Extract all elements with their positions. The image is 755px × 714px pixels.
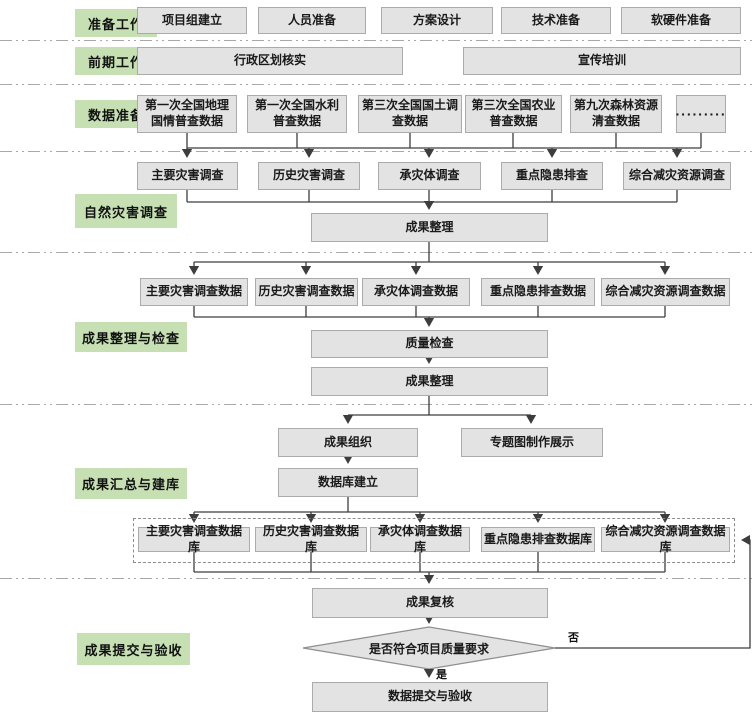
node-mitigation-resource-database: 综合减灾资源调查数据库 bbox=[601, 524, 730, 554]
node-forest-inventory-data: 第九次森林资源清查数据 bbox=[570, 95, 662, 133]
node-water-census-data: 第一次全国水利普查数据 bbox=[247, 95, 347, 133]
node-publicity-training: 宣传培训 bbox=[463, 47, 741, 75]
branch-label-no: 否 bbox=[568, 632, 579, 644]
node-historical-disaster-database: 历史灾害调查数据库 bbox=[255, 524, 367, 554]
node-bearing-body-database: 承灾体调查数据库 bbox=[370, 524, 470, 554]
stage-label-result-check: 成果整理与检查 bbox=[75, 322, 187, 352]
node-thematic-map-display: 专题图制作展示 bbox=[461, 428, 603, 457]
decision-quality-requirement: 是否符合项目质量要求 bbox=[368, 641, 489, 656]
branch-label-yes: 是 bbox=[436, 669, 447, 681]
node-result-collation-2: 成果整理 bbox=[311, 367, 548, 396]
database-group-frame bbox=[133, 518, 735, 563]
node-major-disaster-survey-data: 主要灾害调查数据 bbox=[140, 278, 248, 306]
node-mitigation-resource-survey: 综合减灾资源调查 bbox=[623, 162, 731, 190]
node-data-submit-acceptance: 数据提交与验收 bbox=[312, 682, 548, 712]
node-major-disaster-survey: 主要灾害调查 bbox=[137, 162, 238, 190]
node-bearing-body-survey-data: 承灾体调查数据 bbox=[362, 278, 470, 306]
node-key-hazard-investigation: 重点隐患排查 bbox=[501, 162, 603, 190]
node-result-organization: 成果组织 bbox=[278, 428, 418, 457]
node-agri-census-data: 第三次全国农业普查数据 bbox=[465, 95, 562, 133]
node-software-hardware-prep: 软硬件准备 bbox=[621, 7, 741, 34]
stage-label-disaster-survey: 自然灾害调查 bbox=[75, 194, 177, 228]
node-more-data-ellipsis: ········· bbox=[676, 95, 726, 133]
node-scheme-design: 方案设计 bbox=[381, 7, 493, 34]
stage-label-summary-database: 成果汇总与建库 bbox=[75, 468, 187, 499]
node-personnel-preparation: 人员准备 bbox=[258, 7, 366, 34]
node-mitigation-resource-survey-data: 综合减灾资源调查数据 bbox=[601, 278, 730, 306]
node-technical-preparation: 技术准备 bbox=[501, 7, 611, 34]
node-project-group-setup: 项目组建立 bbox=[137, 7, 247, 34]
node-geo-census-data: 第一次全国地理国情普查数据 bbox=[137, 95, 237, 133]
node-historical-disaster-survey: 历史灾害调查 bbox=[258, 162, 360, 190]
node-bearing-body-survey: 承灾体调查 bbox=[378, 162, 481, 190]
node-quality-check: 质量检查 bbox=[311, 330, 548, 358]
stage-label-submit-acceptance: 成果提交与验收 bbox=[77, 633, 190, 665]
node-database-build: 数据库建立 bbox=[278, 468, 418, 497]
node-result-collation-1: 成果整理 bbox=[311, 213, 548, 242]
node-admin-division-verify: 行政区划核实 bbox=[137, 47, 403, 75]
node-result-recheck: 成果复核 bbox=[312, 588, 548, 618]
node-key-hazard-database: 重点隐患排查数据库 bbox=[481, 527, 595, 552]
node-key-hazard-survey-data: 重点隐患排查数据 bbox=[481, 278, 595, 306]
node-land-survey-data: 第三次全国国土调查数据 bbox=[358, 95, 462, 133]
node-major-disaster-database: 主要灾害调查数据库 bbox=[138, 524, 250, 554]
node-historical-disaster-survey-data: 历史灾害调查数据 bbox=[255, 278, 358, 306]
